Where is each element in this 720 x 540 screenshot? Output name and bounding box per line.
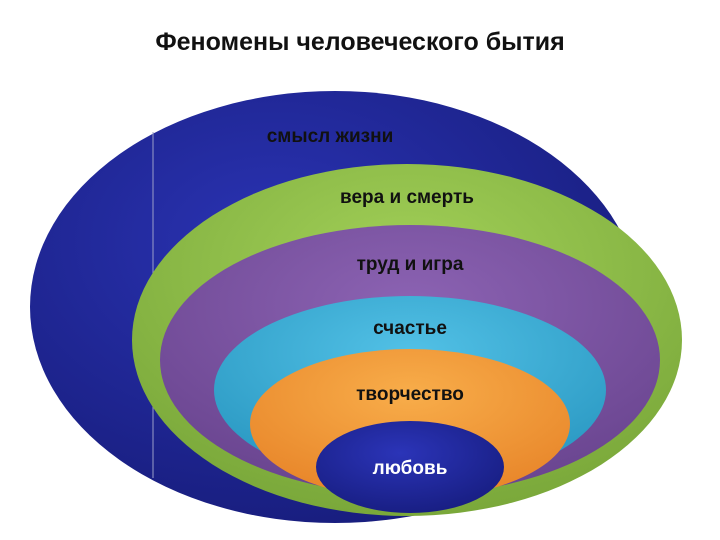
layer-label-1: смысл жизни xyxy=(267,126,394,147)
layer-label-3: труд и игра xyxy=(357,254,464,275)
layer-label-6: любовь xyxy=(373,458,448,479)
layer-core-ellipse xyxy=(316,421,504,513)
layer-label-5: творчество xyxy=(356,384,464,405)
diagram-title: Феномены человеческого бытия xyxy=(155,28,565,56)
layer-label-2: вера и смерть xyxy=(340,187,474,208)
layer-label-4: счастье xyxy=(373,318,447,339)
